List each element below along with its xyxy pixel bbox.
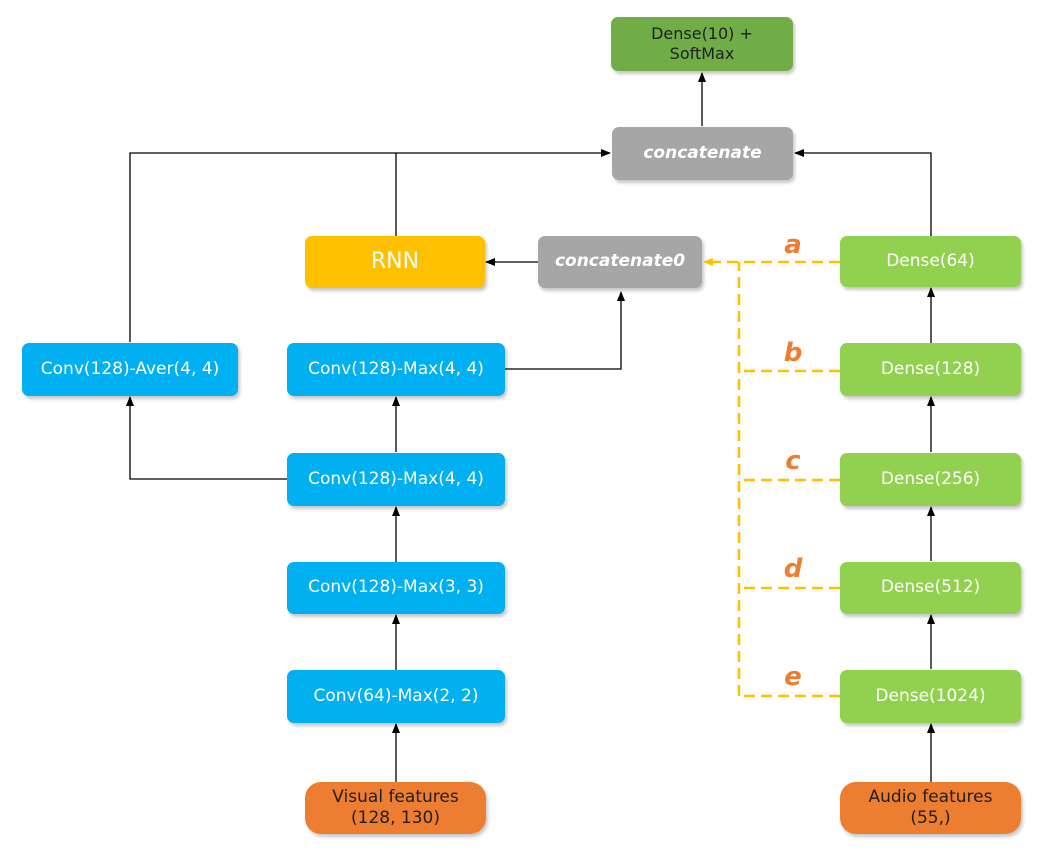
arrow-conv-aver-to-concatenate bbox=[129, 149, 611, 342]
dense256-label: Dense(256) bbox=[880, 468, 981, 489]
dense64-node: Dense(64) bbox=[840, 236, 1021, 287]
conv-aver-label: Conv(128)-Aver(4, 4) bbox=[40, 358, 220, 379]
dense128-node: Dense(128) bbox=[840, 343, 1021, 396]
tap-label-b: b bbox=[783, 338, 803, 368]
concatenate-label: concatenate bbox=[643, 142, 762, 163]
conv64-max2-node: Conv(64)-Max(2, 2) bbox=[287, 670, 505, 723]
dense512-label: Dense(512) bbox=[880, 577, 981, 598]
audio-features-line1: Audio features bbox=[868, 786, 993, 807]
dense128-label: Dense(128) bbox=[880, 358, 981, 379]
arrow-conv-max4-top-to-concatenate0 bbox=[505, 291, 625, 370]
conv-max4-top-node: Conv(128)-Max(4, 4) bbox=[287, 343, 505, 396]
visual-features-node: Visual features (128, 130) bbox=[305, 782, 486, 834]
audio-features-node: Audio features (55,) bbox=[840, 782, 1021, 834]
conv-aver-node: Conv(128)-Aver(4, 4) bbox=[22, 343, 238, 396]
visual-features-line2: (128, 130) bbox=[351, 808, 440, 828]
conv-max4-top-label: Conv(128)-Max(4, 4) bbox=[308, 358, 484, 379]
tap-label-e: e bbox=[784, 662, 802, 692]
dense10-softmax-line2: SoftMax bbox=[669, 44, 735, 63]
arrow-dense64-to-concatenate bbox=[794, 149, 932, 236]
dense64-label: Dense(64) bbox=[886, 250, 975, 271]
dense256-node: Dense(256) bbox=[840, 453, 1021, 506]
conv-max4-mid-node: Conv(128)-Max(4, 4) bbox=[287, 453, 505, 506]
concatenate0-node: concatenate0 bbox=[538, 236, 702, 288]
rnn-node: RNN bbox=[305, 236, 485, 288]
conv64-max2-label: Conv(64)-Max(2, 2) bbox=[313, 685, 479, 706]
tap-label-a: a bbox=[784, 230, 802, 260]
concatenate0-label: concatenate0 bbox=[554, 251, 686, 272]
conv-max3-node: Conv(128)-Max(3, 3) bbox=[287, 562, 505, 614]
tap-label-d: d bbox=[783, 554, 803, 584]
audio-features-line2: (55,) bbox=[910, 808, 951, 828]
arrow-conv-max4-mid-to-conv-aver bbox=[126, 396, 287, 480]
tap-label-c: c bbox=[785, 446, 801, 476]
dense1024-label: Dense(1024) bbox=[875, 685, 986, 706]
dense512-node: Dense(512) bbox=[840, 562, 1021, 614]
concatenate-node: concatenate bbox=[612, 127, 793, 180]
conv-max3-label: Conv(128)-Max(3, 3) bbox=[308, 577, 484, 598]
conv-max4-mid-label: Conv(128)-Max(4, 4) bbox=[308, 468, 484, 489]
dense1024-node: Dense(1024) bbox=[840, 670, 1021, 723]
dense10-softmax-line1: Dense(10) + bbox=[651, 24, 753, 43]
dense10-softmax-node: Dense(10) + SoftMax bbox=[611, 17, 793, 71]
rnn-label: RNN bbox=[370, 249, 420, 275]
visual-features-line1: Visual features bbox=[332, 786, 459, 807]
